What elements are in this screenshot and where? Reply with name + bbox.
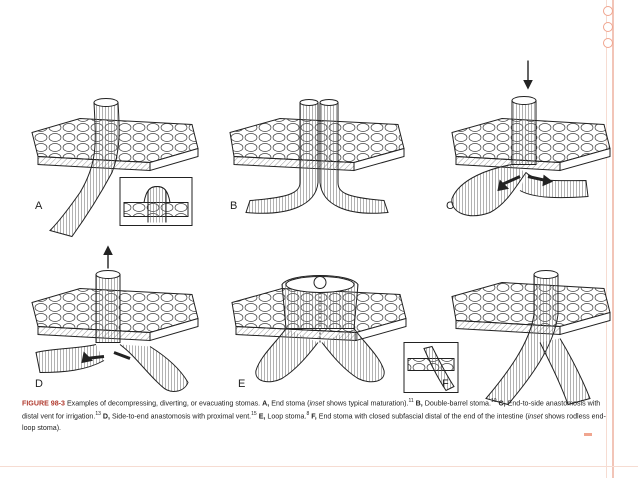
caption-d-label: D,: [102, 412, 110, 421]
panel-label-b: B: [230, 200, 238, 212]
stoma-diagram: [31, 60, 611, 406]
caption-a-ref: 11: [408, 398, 414, 404]
caption-b-ref: 10: [490, 398, 497, 404]
caption-intro: Examples of decompressing, diverting, or…: [66, 399, 261, 408]
panel-label-f: F: [442, 378, 449, 390]
caption-f-inset: inset: [527, 412, 543, 421]
figure-number: FIGURE 98-3: [22, 399, 65, 408]
caption-f-text: End stoma with closed subfascial distal …: [318, 412, 528, 421]
caption-f-label: F,: [311, 412, 317, 421]
panel-label-a: A: [35, 200, 43, 212]
circle-ornament-icon: [603, 22, 613, 32]
panel-label-c: C: [446, 200, 454, 212]
circle-ornament-icon: [603, 38, 613, 48]
figure-caption: FIGURE 98-3 Examples of decompressing, d…: [22, 396, 608, 434]
slide-border-line: [606, 0, 607, 478]
caption-c-text: End-to-side anastomosis with distal vent…: [22, 399, 601, 421]
caption-c-label: C,: [498, 399, 506, 408]
slide-border-line: [0, 466, 638, 467]
caption-d-text: Side-to-end anastomosis with proximal ve…: [111, 412, 252, 421]
caption-e-ref: 8: [306, 411, 310, 418]
panel-d-illustration: [31, 245, 199, 392]
caption-a-label: A,: [262, 399, 270, 408]
panel-b-illustration: [229, 99, 405, 214]
caption-e-text: Loop stoma.: [267, 412, 307, 421]
caption-c-ref: 13: [95, 411, 101, 418]
circle-ornament-icon: [603, 6, 613, 16]
caption-d-ref: 15: [251, 411, 257, 418]
caption-e-label: E,: [258, 412, 266, 421]
caption-a-inset: inset: [309, 399, 325, 408]
panel-label-d: D: [35, 378, 43, 390]
caption-a-text2: shows typical maturation).: [326, 399, 409, 408]
panel-c-illustration: [451, 60, 611, 217]
panel-f-illustration: [403, 270, 611, 406]
caption-f-text2: shows rodless end-loop stoma).: [22, 412, 606, 432]
slide-border-line: [612, 0, 614, 478]
panel-a-illustration: [31, 98, 199, 238]
caption-a-text: End stoma (: [271, 399, 310, 408]
accent-mark: [584, 433, 592, 436]
panel-e-illustration: [231, 275, 407, 383]
panel-label-e: E: [238, 378, 246, 390]
caption-b-text: Double-barrel stoma.: [424, 399, 491, 408]
caption-b-label: B,: [415, 399, 423, 408]
